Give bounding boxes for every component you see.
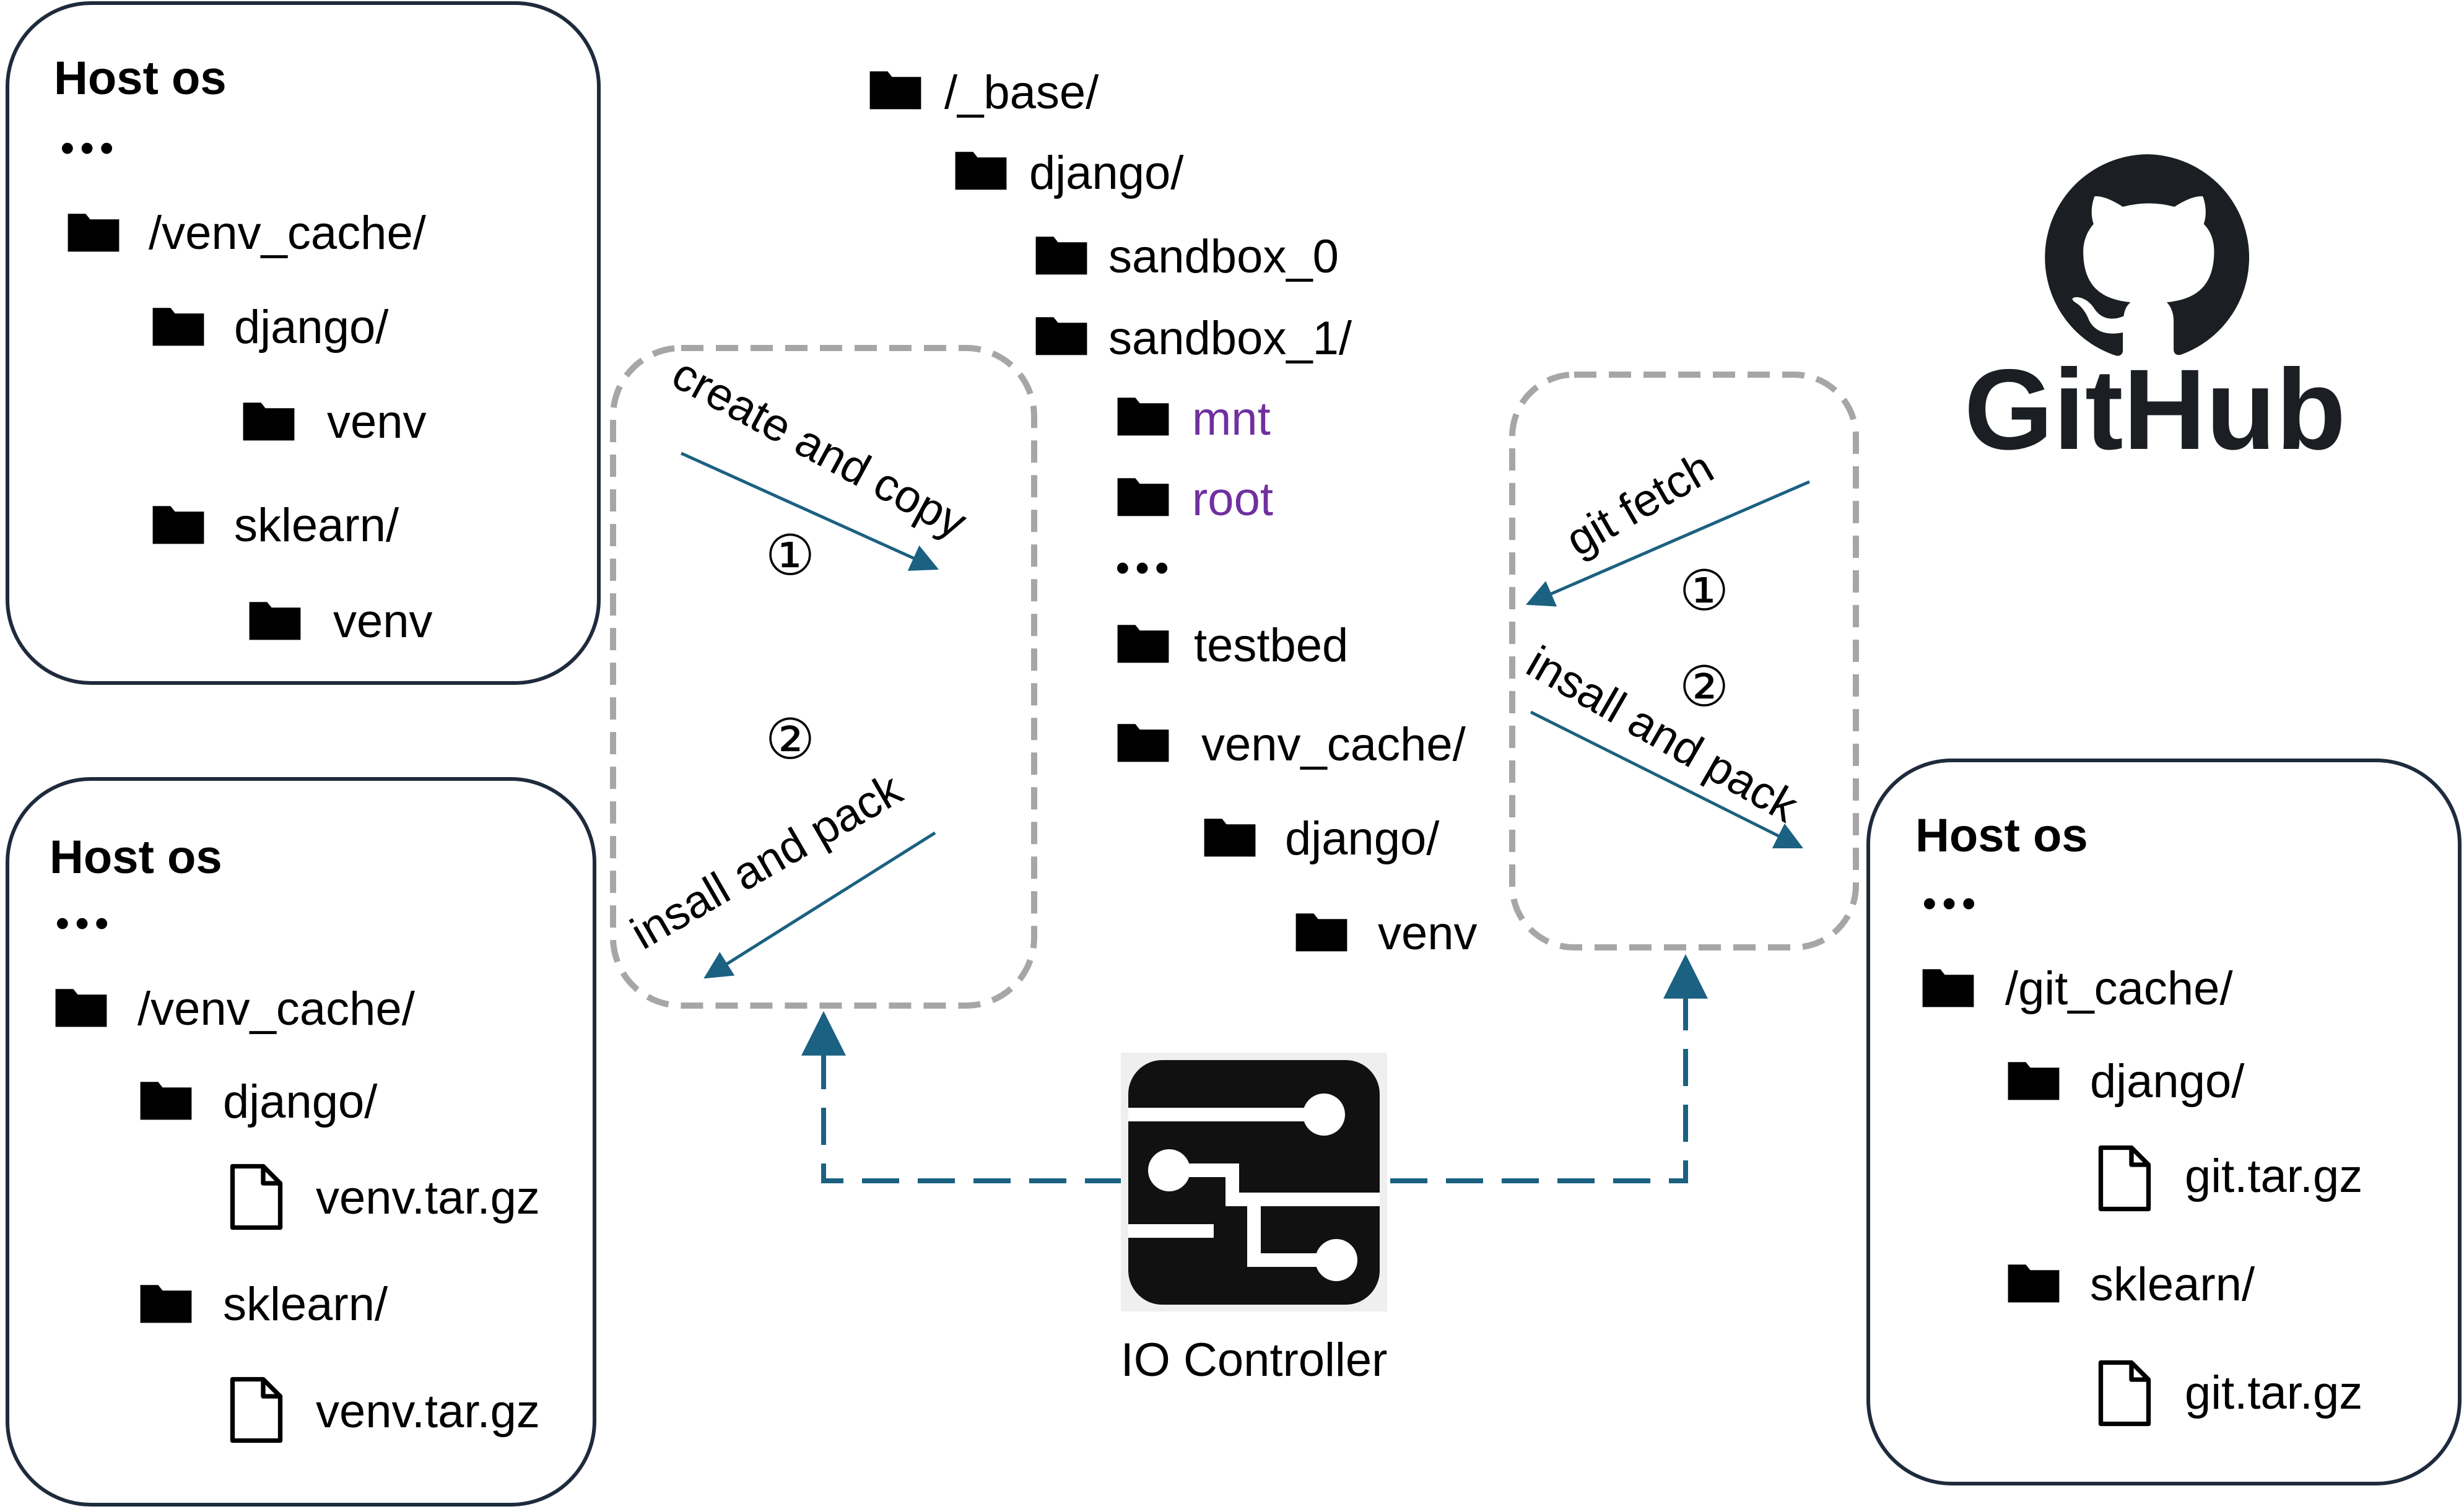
tree-item: git.tar.gz <box>2185 1150 2362 1202</box>
arrow-git-fetch <box>1525 480 1810 607</box>
step-label-git-fetch: git fetch <box>1557 441 1722 565</box>
folder-icon <box>67 214 120 252</box>
tree-item: django/ <box>234 301 389 354</box>
folder-icon <box>249 602 301 640</box>
folder-icon <box>140 1082 192 1120</box>
tree-item: venv <box>327 396 427 448</box>
tree-item: django/ <box>2090 1055 2245 1108</box>
step-number: ② <box>765 709 816 771</box>
circuit-icon <box>1121 1053 1387 1311</box>
tree-item: /venv_cache/ <box>149 207 427 259</box>
sandbox-tree: /_base/ django/ sandbox_0 sandbox_1/ mnt… <box>869 66 1478 960</box>
folder-icon <box>243 402 295 441</box>
step-label-create-copy: create and copy <box>664 347 975 548</box>
step-number: ① <box>765 525 816 587</box>
step-number: ① <box>1679 560 1730 622</box>
left-flow-box: create and copy ① ② insall and pack <box>610 345 1037 1009</box>
tree-item: mnt <box>1192 393 1271 445</box>
tree-item: /venv_cache/ <box>137 983 416 1035</box>
ellipsis: ••• <box>61 127 120 170</box>
arrow-install-pack <box>1530 710 1804 849</box>
connector-right <box>1390 954 1708 1183</box>
ellipsis: ••• <box>56 902 115 945</box>
file-icon <box>233 1380 281 1441</box>
tree-item: django/ <box>1029 147 1184 199</box>
folder-icon <box>152 506 204 544</box>
folder-icon <box>1035 317 1087 355</box>
step-number: ② <box>1679 656 1730 718</box>
folder-icon <box>140 1285 192 1323</box>
host-title: Host os <box>1915 809 2088 862</box>
host-panel-git-cache: Host os ••• /git_cache/ django/ git.tar.… <box>1866 759 2462 1485</box>
tree-item: venv_cache/ <box>1201 718 1466 771</box>
step-label-install-pack: insall and pack <box>622 763 911 959</box>
host-panel-venv-cache: Host os ••• /venv_cache/ django/ venv sk… <box>6 1 601 685</box>
tree-item: testbed <box>1194 619 1348 672</box>
arrow-install-pack <box>703 831 936 979</box>
github-wordmark: GitHub <box>1964 346 2346 474</box>
tree-item: sandbox_1/ <box>1108 312 1352 365</box>
arrow-create-copy <box>680 451 939 571</box>
folder-icon <box>1295 913 1347 952</box>
connector-left <box>801 1011 1122 1183</box>
ellipsis: ••• <box>1923 882 1982 925</box>
ellipsis: ••• <box>1116 547 1175 589</box>
tree-item: sklearn/ <box>234 499 399 552</box>
host-panel-venv-packages: Host os ••• /venv_cache/ django/ venv.ta… <box>6 777 596 1507</box>
github-octocat-icon <box>2045 154 2250 356</box>
tree-item: venv <box>1378 907 1478 960</box>
folder-icon <box>1117 478 1169 516</box>
folder-icon <box>1117 724 1169 762</box>
tree-item: sandbox_0 <box>1108 230 1339 283</box>
tree-item: venv.tar.gz <box>316 1385 540 1438</box>
io-controller: IO Controller <box>1121 1053 1388 1386</box>
folder-icon <box>1117 625 1169 663</box>
tree-item: venv.tar.gz <box>316 1172 540 1224</box>
host-title: Host os <box>54 52 227 105</box>
folder-icon <box>955 152 1007 190</box>
folder-icon <box>1035 237 1087 275</box>
host-title: Host os <box>50 831 222 884</box>
tree-item: sklearn/ <box>2090 1258 2255 1311</box>
tree-item: /git_cache/ <box>2005 962 2233 1015</box>
right-flow-box: git fetch ① ② insall and pack <box>1509 372 1859 950</box>
io-connectors <box>801 954 1708 1183</box>
panel-frame <box>1866 759 2462 1485</box>
panel-frame <box>6 777 596 1507</box>
folder-icon <box>1117 398 1169 436</box>
folder-icon <box>2008 1264 2060 1303</box>
tree-item: sklearn/ <box>223 1278 388 1331</box>
step-label-install-pack: insall and pack <box>1518 636 1807 832</box>
tree-item: git.tar.gz <box>2185 1367 2362 1419</box>
tree-item: django/ <box>223 1076 378 1128</box>
folder-icon <box>1204 819 1256 857</box>
io-controller-label: IO Controller <box>1121 1334 1388 1386</box>
tree-item: /_base/ <box>944 66 1099 119</box>
dashed-frame <box>1509 372 1859 950</box>
file-icon <box>233 1167 281 1228</box>
dashed-frame <box>610 345 1037 1009</box>
folder-icon <box>2008 1062 2060 1100</box>
tree-item: root <box>1192 473 1273 526</box>
folder-icon <box>55 989 107 1027</box>
folder-icon <box>1922 969 1974 1007</box>
github-logo: GitHub <box>1964 154 2346 474</box>
tree-item: venv <box>333 595 433 648</box>
file-icon <box>2101 1363 2149 1424</box>
file-icon <box>2101 1148 2149 1209</box>
tree-item: django/ <box>1285 812 1440 865</box>
folder-icon <box>869 71 921 110</box>
folder-icon <box>152 308 204 346</box>
